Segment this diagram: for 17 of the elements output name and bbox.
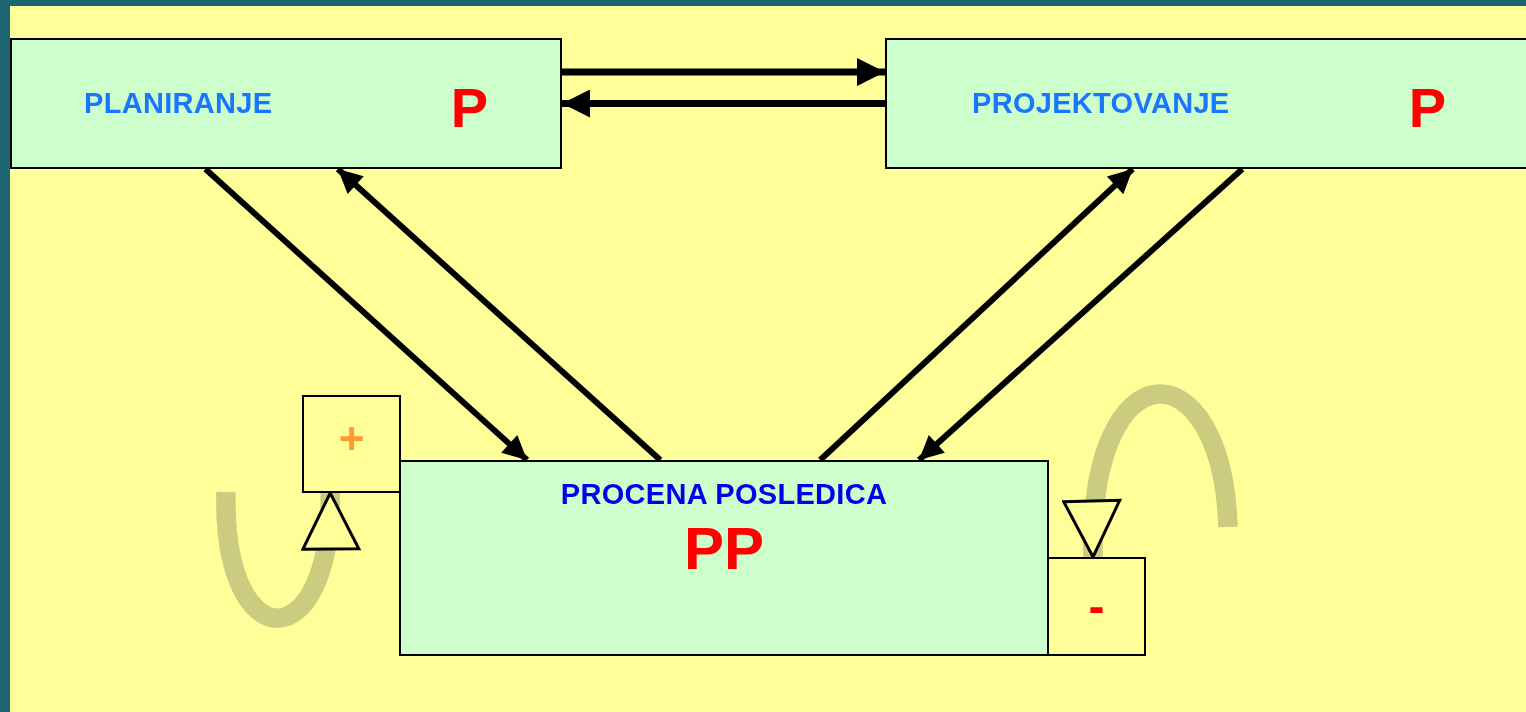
curved-arrow: [216, 491, 358, 628]
process-box: [399, 460, 1049, 656]
sign-box: [302, 395, 401, 493]
sign-box: [1047, 557, 1146, 656]
abbreviation: PP: [683, 519, 764, 579]
process-box: [10, 38, 562, 169]
abbreviation: P: [450, 79, 488, 136]
curved-arrow: [1065, 384, 1238, 559]
sign-symbol: +: [338, 417, 365, 461]
abbreviation: P: [1408, 79, 1446, 136]
box-title: PLANIRANJE: [84, 87, 273, 120]
process-box: [885, 38, 1526, 169]
box-title: PROJEKTOVANJE: [972, 87, 1230, 120]
box-title: PROCENA POSLEDICA: [560, 478, 888, 511]
sign-symbol: -: [1088, 582, 1105, 631]
arrow: [562, 58, 885, 87]
arrow: [562, 89, 885, 118]
